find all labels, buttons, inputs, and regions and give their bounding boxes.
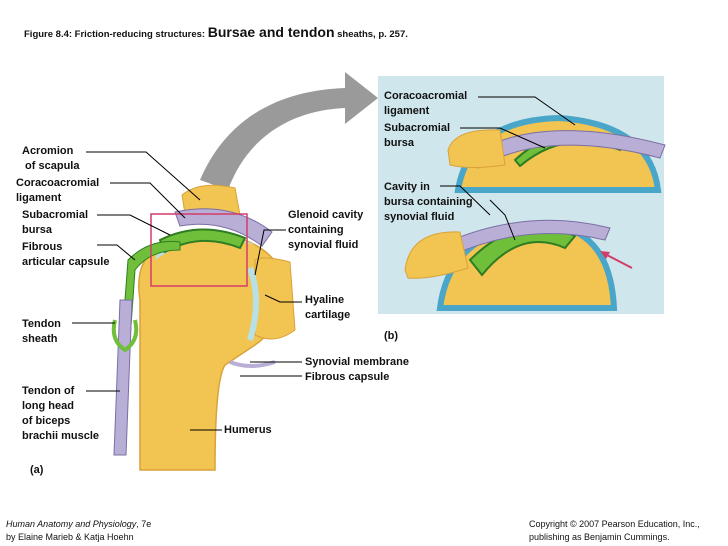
- articular-capsule: [121, 240, 181, 341]
- inset-pointer-arrow: [604, 253, 633, 269]
- footer-copyright: Copyright © 2007 Pearson Education, Inc.…: [529, 519, 700, 542]
- label-subacromial-bursa: Subacromial bursa: [22, 209, 89, 236]
- panel-a-label: (a): [30, 464, 44, 476]
- glenoid-cavity: [247, 266, 259, 341]
- inset-bottom-acromion: [404, 231, 469, 279]
- subacromial-bursa: [158, 228, 247, 254]
- label-hyaline-cartilage: Hyaline cartilage: [305, 294, 351, 321]
- synovial-membrane-line: [229, 360, 276, 368]
- biceps-tendon: [113, 299, 133, 456]
- label-glenoid-cavity: Glenoid cavity containing synovial fluid: [288, 209, 364, 251]
- leader-lines-b: [440, 96, 576, 241]
- title-suffix: sheaths, p. 257.: [334, 29, 408, 40]
- panel-b-label: (b): [384, 330, 399, 342]
- inset-top-acromion: [447, 129, 506, 168]
- label-fibrous-articular-capsule: Fibrous articular capsule: [22, 241, 110, 268]
- label-fibrous-capsule: Fibrous capsule: [305, 371, 390, 383]
- footer-book: Human Anatomy and Physiology, 7e: [6, 518, 151, 531]
- scapula-glenoid: [254, 257, 296, 340]
- title-prefix: Figure 8.4: Friction-reducing structures…: [24, 29, 208, 40]
- tendon-sheath: [111, 319, 139, 353]
- label-b-cavity-in-bursa: Cavity in bursa containing synovial flui…: [384, 181, 473, 223]
- label-synovial-membrane: Synovial membrane: [305, 356, 409, 368]
- label-b-subacromial-bursa: Subacromial bursa: [384, 122, 451, 149]
- footer-book-edition: , 7e: [136, 519, 152, 529]
- leader-lines-a: [72, 151, 302, 431]
- label-tendon-sheath: Tendon sheath: [22, 318, 61, 345]
- inset-bottom-ligament: [429, 219, 611, 263]
- label-b-coracoacromial-ligament: Coracoacromial ligament: [384, 90, 468, 117]
- highlight-box: [150, 213, 248, 287]
- figure-title: Figure 8.4: Friction-reducing structures…: [24, 24, 408, 40]
- label-humerus: Humerus: [224, 424, 272, 436]
- label-acromion: Acromion of scapula: [22, 145, 80, 172]
- curved-arrow: [200, 72, 378, 190]
- label-tendon-biceps: Tendon of long head of biceps brachii mu…: [22, 385, 100, 442]
- inset-top-ligament: [469, 130, 666, 169]
- title-emphasis: Bursae and tendon: [207, 24, 335, 40]
- footer-authors: by Elaine Marieb & Katja Hoehn: [6, 532, 134, 542]
- footer-book-title: Human Anatomy and Physiology: [6, 519, 137, 529]
- label-coracoacromial-ligament: Coracoacromial ligament: [16, 177, 100, 204]
